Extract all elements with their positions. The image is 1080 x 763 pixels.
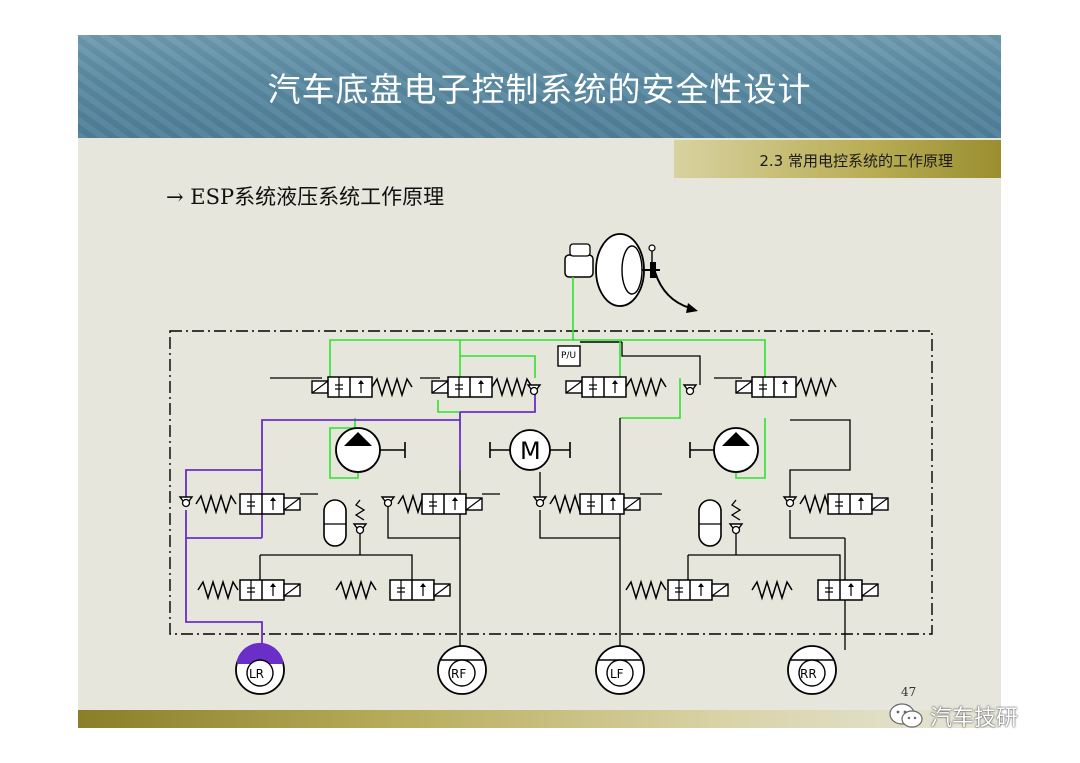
valve-row-top <box>270 376 837 398</box>
wheel-brake-lr: LR <box>235 642 285 695</box>
valve-row-bottom <box>197 579 879 601</box>
watermark-text: 汽车技研 <box>930 706 1019 731</box>
slide-title: 汽车底盘电子控制系统的安全性设计 <box>267 70 812 109</box>
svg-text:LF: LF <box>610 667 624 681</box>
section-tab: 2.3 常用电控系统的工作原理 <box>674 140 1001 178</box>
svg-text:RF: RF <box>451 667 466 681</box>
page-number: 47 <box>901 685 917 699</box>
wheel-brake-lf: LF <box>595 645 645 695</box>
hcu-boundary <box>169 330 933 635</box>
pump-right <box>689 427 759 473</box>
watermark: 汽车技研 <box>888 701 1018 731</box>
svg-text:M: M <box>520 437 541 465</box>
idle-lines <box>259 342 851 650</box>
bottom-bar <box>78 710 1001 728</box>
wechat-icon <box>889 703 923 728</box>
accumulator-left <box>323 499 367 547</box>
accumulator-right <box>698 499 743 547</box>
svg-text:LR: LR <box>249 667 264 681</box>
motor: M <box>489 429 571 471</box>
slide-subtitle: → ESP系统液压系统工作原理 <box>166 185 445 209</box>
pump-left <box>335 427 406 473</box>
valve-row-middle <box>179 493 889 515</box>
section-label: 2.3 常用电控系统的工作原理 <box>759 152 953 170</box>
title-band: 汽车底盘电子控制系统的安全性设计 <box>78 35 1001 138</box>
brake-booster <box>564 233 698 313</box>
wheel-brake-rr: RR <box>787 645 837 695</box>
svg-text:P/U: P/U <box>561 351 576 361</box>
supply-lines <box>329 277 766 479</box>
wheel-brake-rf: RF <box>437 645 487 695</box>
pressure-sensor: P/U <box>557 341 622 367</box>
slide: 汽车底盘电子控制系统的安全性设计 2.3 常用电控系统的工作原理 → ESP系统… <box>78 35 1001 728</box>
svg-text:RR: RR <box>800 667 817 681</box>
